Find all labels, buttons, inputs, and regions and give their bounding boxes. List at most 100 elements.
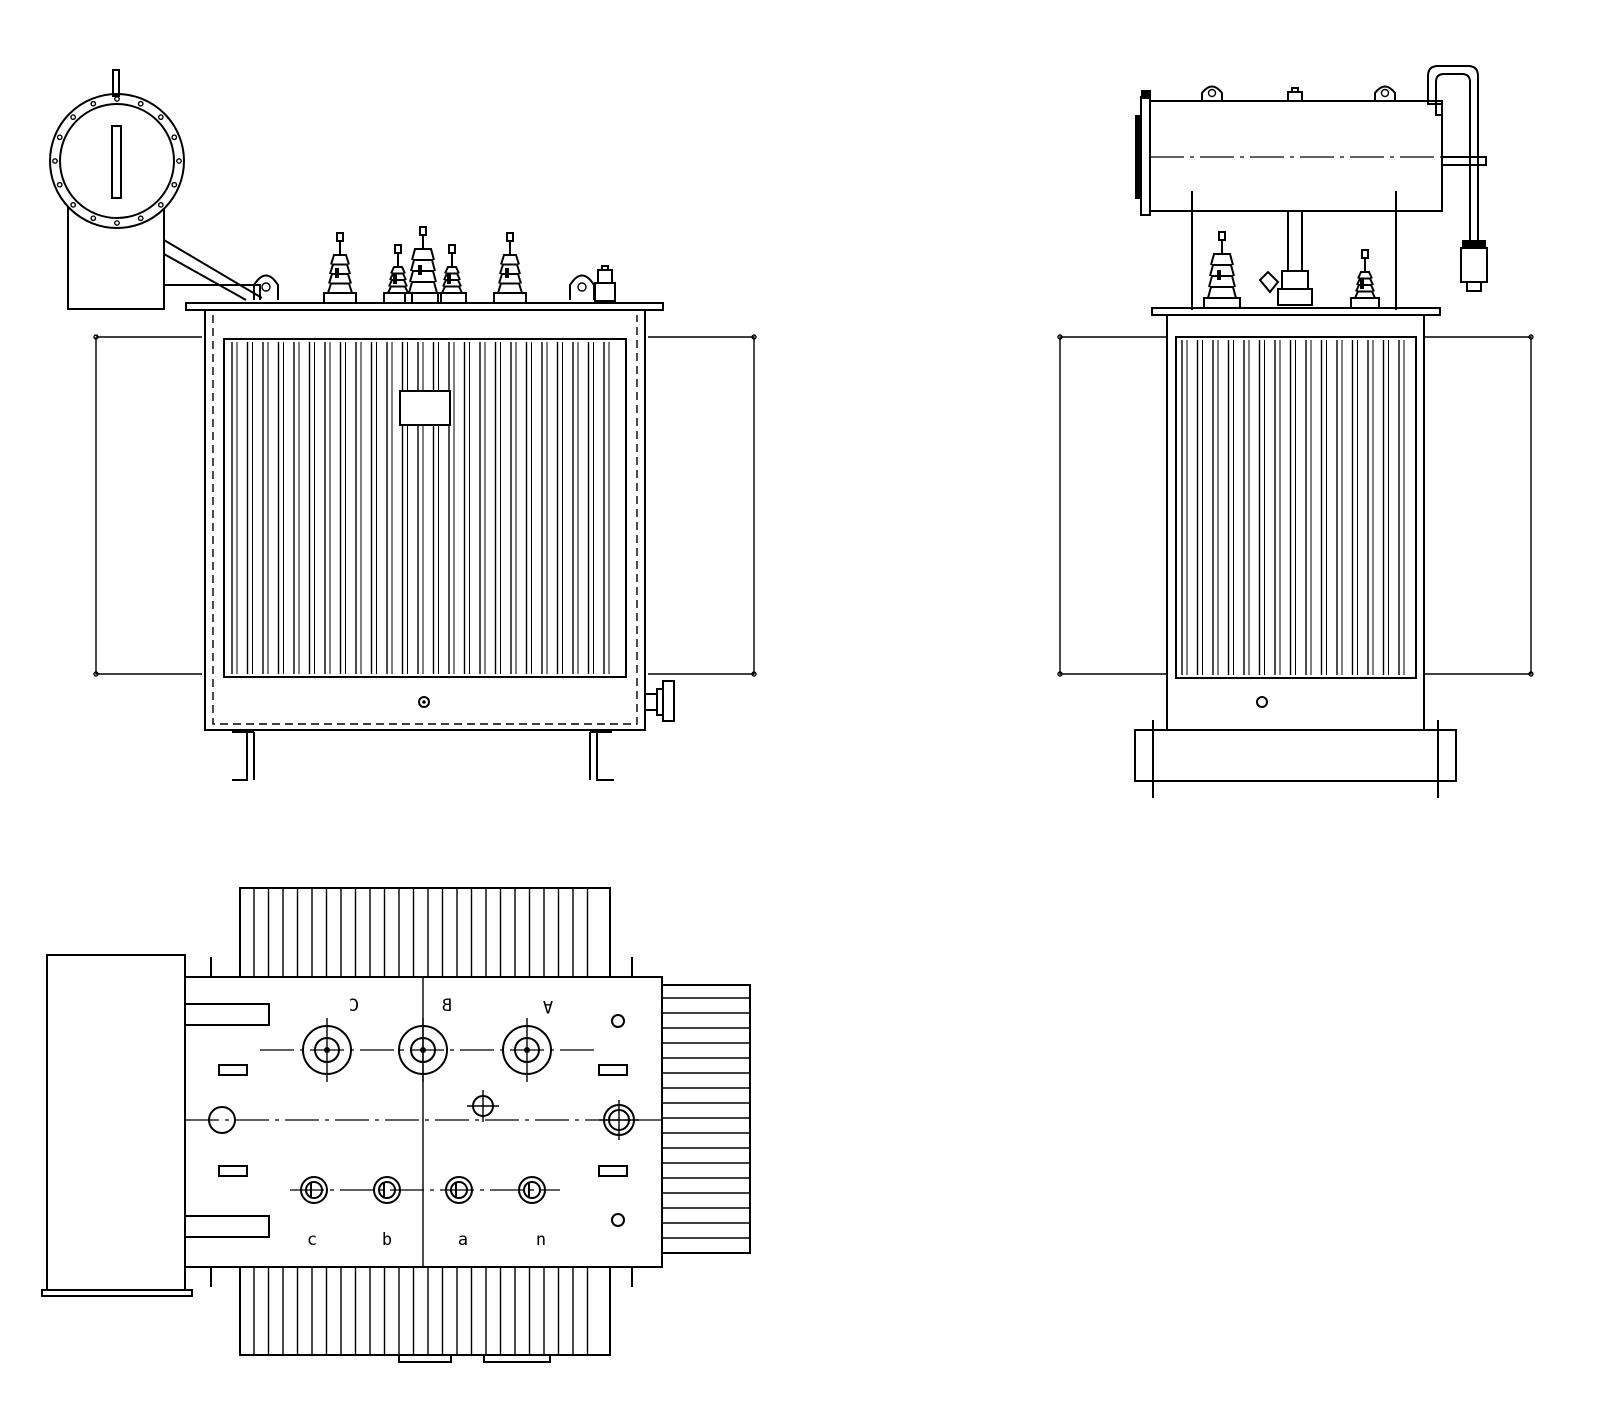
flange-bolt — [114, 220, 120, 226]
front-bushing-0-nut — [336, 232, 344, 242]
side-bushing-lv-clamp — [1360, 279, 1364, 289]
lv-bushing-plan-3 — [518, 1176, 546, 1204]
front-lifting-lugs — [253, 274, 595, 300]
flange-bolt — [114, 96, 120, 102]
side-bushing-hv-clamp — [1217, 270, 1221, 280]
top-radiator-upper — [239, 887, 611, 978]
front-bushing-2-shed — [409, 270, 437, 283]
front-bushing-3-flange — [437, 292, 467, 304]
lv-outer-ring — [518, 1176, 546, 1204]
side-tank — [1166, 314, 1425, 731]
front-bushing-3-shed — [443, 272, 461, 281]
front-tank — [204, 309, 675, 731]
side-bushing-hv-shed — [1210, 253, 1234, 266]
top-lifting-eye-lower — [611, 1213, 625, 1227]
hv-bushing-plan-2 — [502, 1018, 552, 1082]
front-drain-valve — [644, 680, 675, 722]
front-bushing-2 — [404, 226, 442, 304]
side-bushing-lv-nut — [1361, 249, 1369, 259]
front-bushing-2-nut — [419, 226, 427, 236]
lv-inner-ring — [450, 1181, 468, 1199]
front-base-skids — [232, 731, 614, 781]
flange-bolt — [70, 201, 77, 208]
front-bushing-4-nut — [506, 232, 514, 242]
flange-bolt — [56, 181, 63, 188]
hv-label-c: C — [349, 996, 359, 1016]
front-bushings — [323, 226, 527, 304]
lv-outer-ring — [300, 1176, 328, 1204]
front-bushing-1-nut — [394, 244, 402, 254]
lv-outer-ring — [445, 1176, 473, 1204]
side-conservator — [1135, 65, 1488, 310]
front-bushing-4-flange — [493, 292, 527, 304]
top-lifting-eye-upper — [611, 1014, 625, 1028]
side-bushing-lv-shed — [1354, 290, 1376, 299]
front-bushing-2-clamp — [418, 265, 422, 275]
side-bushing-hv-shed — [1207, 286, 1237, 299]
front-bushing-2-shed — [411, 248, 435, 261]
lv-label-b: b — [382, 1230, 392, 1250]
front-bushing-0-flange — [323, 292, 357, 304]
top-radiator-lower — [239, 1266, 611, 1356]
side-bushing-hv-nut — [1218, 231, 1226, 241]
front-bushing-3 — [437, 244, 467, 304]
lv-bushing-plan-2 — [445, 1176, 473, 1204]
front-view — [49, 69, 757, 781]
front-bushing-0-shed — [328, 273, 352, 284]
flange-bolts — [52, 96, 182, 226]
flange-bolt — [137, 215, 144, 222]
front-bushing-4-shed — [497, 282, 523, 294]
side-base — [1134, 720, 1457, 798]
lv-label-a: a — [458, 1230, 468, 1250]
side-bushing-lv-shed — [1355, 284, 1375, 292]
side-bushing-hv-shed — [1209, 264, 1235, 277]
front-earth-terminal — [418, 696, 430, 708]
flange-bolt — [171, 134, 178, 141]
front-bushing-1-shed — [387, 285, 409, 294]
front-radiator-fins — [231, 342, 610, 674]
top-filler-cap — [208, 1106, 236, 1134]
flange-bolt — [171, 181, 178, 188]
top-hv-labels: C B A — [349, 996, 553, 1016]
front-bushing-3-shed — [441, 285, 463, 294]
lv-bushing-plan-0 — [300, 1176, 328, 1204]
flange-bolt — [90, 100, 97, 107]
lv-inner-ring — [378, 1181, 396, 1199]
top-view: C B A c b a n — [41, 887, 751, 1363]
side-bushing-lv — [1350, 249, 1380, 309]
side-radiator-fins — [1181, 340, 1405, 675]
lv-outer-ring — [373, 1176, 401, 1204]
lv-label-n: n — [536, 1230, 546, 1250]
side-bushing-lv-shed — [1356, 277, 1374, 286]
flange-bolt — [157, 201, 164, 208]
lv-inner-ring — [523, 1181, 541, 1199]
side-view — [1057, 65, 1534, 798]
lv-inner-ring — [305, 1181, 323, 1199]
front-bushing-0-shed — [330, 254, 350, 265]
flange-bolt — [137, 100, 144, 107]
front-bushing-0-clamp — [335, 268, 339, 278]
flange-bolt — [70, 114, 77, 121]
front-pressure-relief — [594, 265, 616, 302]
front-bushing-0-shed — [327, 282, 353, 294]
front-bushing-2-shed — [410, 259, 436, 272]
front-bushing-4-shed — [499, 263, 521, 275]
front-bushing-0 — [323, 232, 357, 304]
side-bushing-lv-flange — [1350, 297, 1380, 309]
front-bushing-3-clamp — [447, 274, 451, 284]
top-conservator — [41, 954, 193, 1297]
front-bushing-3-shed — [442, 279, 462, 287]
front-bushing-1 — [383, 244, 413, 304]
front-bushing-3-nut — [448, 244, 456, 254]
side-bushings — [1203, 231, 1380, 309]
side-bushing-hv-flange — [1203, 297, 1241, 309]
flange-bolt — [90, 215, 97, 222]
front-bushing-4-clamp — [505, 268, 509, 278]
lv-label-c: c — [307, 1230, 317, 1250]
front-bushing-4 — [493, 232, 527, 304]
front-bushing-4-shed — [498, 273, 522, 284]
front-bushing-2-flange — [404, 292, 442, 304]
front-bushing-0-shed — [329, 263, 351, 275]
side-bushing-hv — [1203, 231, 1241, 309]
